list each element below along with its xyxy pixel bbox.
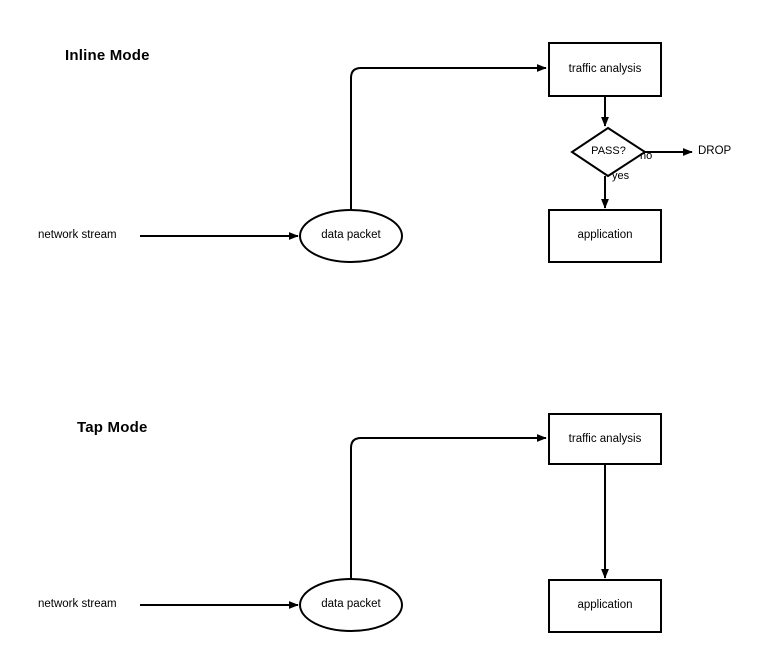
node-label-data-packet: data packet [321, 229, 381, 241]
node-shape-tap-application [548, 579, 662, 633]
node-shape-data-packet [299, 209, 403, 263]
node-shape-tap-traffic-analysis [548, 413, 662, 465]
label-network-stream-inline: network stream [38, 229, 117, 241]
edge-label-yes: yes [612, 170, 630, 182]
node-label-application: application [577, 229, 633, 241]
edge-tap-data-packet-to-traffic-analysis [350, 434, 547, 579]
node-shape-pass-decision [570, 126, 647, 178]
label-network-stream-tap: network stream [38, 598, 117, 610]
node-shape-application [548, 209, 662, 263]
section-title-inline-mode: Inline Mode [65, 47, 150, 64]
node-label-pass-decision: PASS? [591, 145, 626, 157]
node-label-traffic-analysis: traffic analysis [568, 63, 642, 75]
node-shape-traffic-analysis [548, 42, 662, 97]
node-shape-tap-data-packet [299, 578, 403, 632]
section-title-tap-mode: Tap Mode [77, 419, 148, 436]
node-label-tap-traffic-analysis: traffic analysis [568, 433, 642, 445]
node-label-tap-data-packet: data packet [321, 598, 381, 610]
edge-data-packet-to-traffic-analysis [350, 64, 547, 210]
edge-label-no: no [640, 150, 653, 162]
node-label-tap-application: application [577, 599, 633, 611]
label-drop: DROP [698, 145, 732, 157]
